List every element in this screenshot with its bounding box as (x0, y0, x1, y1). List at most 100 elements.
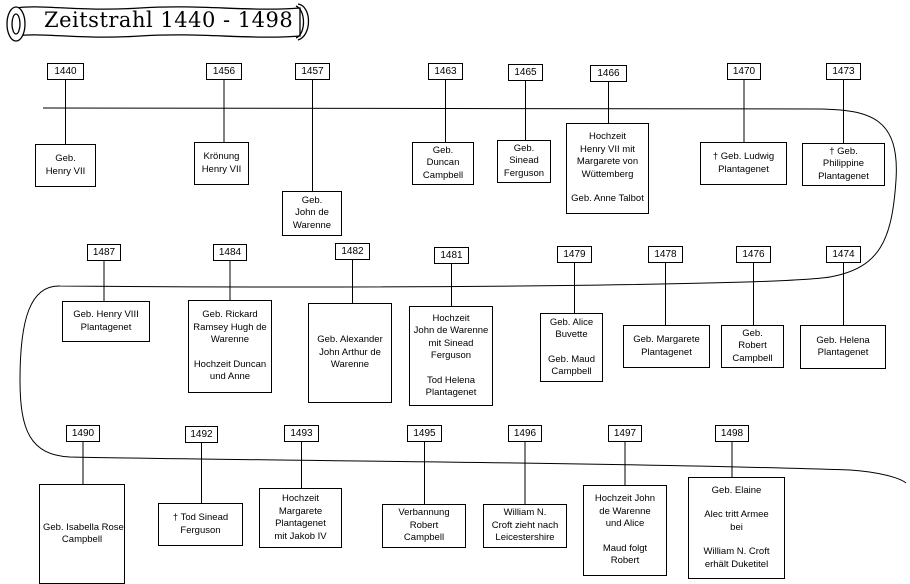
year-label-1484: 1484 (213, 244, 247, 261)
event-text-line: Krönung (203, 151, 240, 162)
event-text-line: † Geb. Ludwig (712, 151, 775, 162)
event-text-line: Robert (409, 519, 439, 531)
event-text-line: mit Sinead (428, 337, 474, 349)
event-text-line: Geb. Henry VIII (73, 309, 139, 320)
paragraph-gap (692, 534, 781, 546)
year-label-1465: 1465 (508, 64, 543, 81)
event-text-line: bei (730, 521, 743, 533)
paragraph-gap (413, 363, 489, 375)
event-text-line: William N. (503, 507, 547, 519)
year-label-1482: 1482 (335, 243, 370, 260)
event-text-line: und Anne (209, 371, 251, 383)
year-label-1498: 1498 (715, 425, 749, 442)
event-text-line: John de Warenne (413, 325, 489, 336)
event-text-line: Geb. Maud (548, 353, 595, 365)
event-text-line: Hochzeit John (594, 493, 656, 505)
year-label-1463: 1463 (428, 63, 463, 80)
event-text-line: Plantagenet (425, 387, 477, 398)
year-label-1492: 1492 (185, 426, 218, 443)
event-text-line: Hochzeit (589, 131, 626, 143)
year-label-1470: 1470 (727, 63, 761, 80)
event-text-line: Plantagenet (818, 170, 869, 182)
year-label-1478: 1478 (648, 246, 683, 263)
year-label-1487: 1487 (87, 244, 121, 261)
event-text-line: Ferguson (430, 350, 472, 361)
event-text-line: Leicestershire (495, 532, 555, 544)
event-text-line: Plantagenet (80, 321, 132, 333)
event-text-line: Wüttemberg (581, 168, 634, 180)
event-text-line: Geb. (513, 142, 535, 154)
event-text-line: Geb. Margarete (633, 334, 700, 345)
year-label-1496: 1496 (508, 425, 542, 442)
event-text-line: Geb. Elaine (711, 484, 762, 496)
event-text-line: Henry VII (201, 163, 242, 175)
event-text-line: John de (295, 207, 329, 219)
connector-lines (65, 80, 844, 504)
event-text-line: Warenne (330, 359, 370, 371)
event-text-line: Warenne (292, 219, 332, 231)
event-text-line: Robert (610, 555, 640, 567)
event-text-line: Geb. Isabella Rose (43, 521, 124, 533)
paragraph-gap (570, 181, 645, 193)
year-label-1476: 1476 (736, 246, 771, 263)
event-text-line: Campbell (403, 532, 445, 544)
event-text-line: Geb. (301, 194, 323, 206)
event-text-line: de Warenne (599, 505, 651, 517)
paragraph-gap (192, 347, 268, 359)
year-label-1457: 1457 (295, 63, 330, 80)
event-text-line: mit Jakob IV (274, 530, 327, 542)
event-text-line: Plantagenet (275, 518, 326, 529)
event-text-line: Warenne (210, 334, 250, 346)
event-text-line: Margarete von (576, 156, 639, 168)
event-text-line: † Tod Sinead (172, 512, 229, 523)
year-label-1479: 1479 (557, 246, 592, 263)
year-label-1490: 1490 (66, 425, 100, 442)
event-text-line: Campbell (551, 366, 592, 377)
event-text-line: Geb. Alexander (317, 334, 383, 346)
year-label-1497: 1497 (608, 425, 642, 442)
event-text-line: Campbell (422, 169, 464, 181)
event-text-line: Verbannung (398, 507, 450, 519)
event-text-line: Margarete (278, 505, 323, 517)
event-text-line: Henry VII (45, 165, 86, 177)
event-text-line: Geb. Alice (549, 316, 594, 328)
event-text-line: Geb. (432, 144, 454, 156)
event-text-line: Ferguson (180, 524, 221, 536)
event-text-line: Plantagenet (718, 163, 769, 175)
event-text-line: Plantagenet (817, 347, 869, 358)
event-text-line: Plantagenet (641, 346, 692, 358)
event-text-line: Geb. Anne Talbot (571, 193, 644, 205)
event-text-line: Hochzeit (282, 493, 319, 504)
paragraph-gap (587, 531, 663, 543)
event-text-line: Croft zieht nach (491, 519, 559, 531)
event-text-line: Ferguson (503, 167, 545, 179)
title-scroll (6, 3, 310, 42)
event-text-line: Hochzeit (432, 312, 470, 324)
event-text-line: Geb. (742, 327, 763, 339)
year-label-1466: 1466 (590, 65, 627, 82)
timeline-path (19, 107, 907, 484)
event-text-line: Ramsey Hugh de (193, 321, 267, 333)
